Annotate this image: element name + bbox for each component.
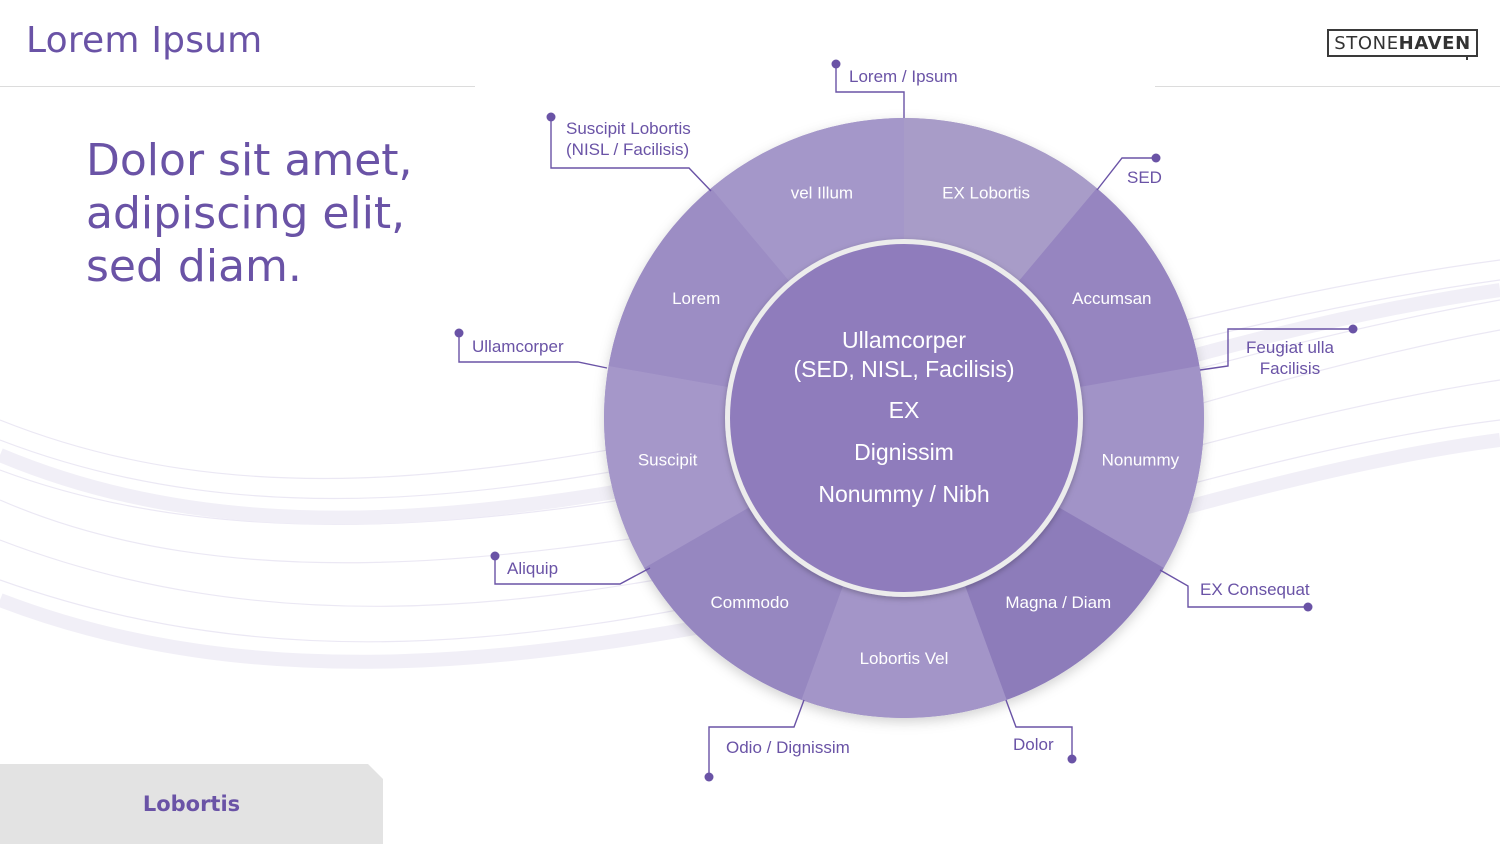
callout-dot	[1303, 602, 1313, 612]
logo-tick	[1466, 55, 1468, 60]
wheel-segment-label: Accumsan	[1072, 289, 1151, 308]
wheel-center: Ullamcorper (SED, NISL, Facilisis) EX Di…	[725, 239, 1083, 597]
callout-label: (NISL / Facilisis)	[566, 140, 689, 159]
callout-connector	[550, 117, 712, 192]
callout-dot	[490, 551, 500, 561]
header-divider-right	[1155, 86, 1500, 87]
header-divider-left	[0, 86, 475, 87]
callout-label: Ullamcorper	[472, 337, 564, 356]
callout-connector	[1096, 157, 1156, 191]
page-title: Lorem Ipsum	[26, 20, 263, 61]
headline-line: Dolor sit amet,	[86, 135, 413, 186]
callout-label: Dolor	[1013, 735, 1054, 754]
wheel-segment-label: Suscipit	[638, 451, 698, 470]
wheel-segment-label: Lobortis Vel	[860, 649, 949, 668]
callout-label: EX Consequat	[1200, 580, 1310, 599]
callout-connector	[1005, 699, 1073, 759]
logo-text-bold: HAVEN	[1398, 32, 1471, 54]
callout-dot	[831, 59, 841, 69]
callout-dot	[1348, 324, 1358, 334]
callout-label: Odio / Dignissim	[726, 738, 850, 757]
center-text-line: Dignissim	[854, 439, 954, 465]
logo-text-light: STONE	[1334, 32, 1399, 54]
center-text-line: Ullamcorper	[842, 327, 966, 353]
center-text-line: Nonummy / Nibh	[818, 481, 989, 507]
callout-dot	[704, 772, 714, 782]
wheel-segment-label: Nonummy	[1102, 451, 1180, 470]
center-disc	[730, 244, 1078, 592]
callout-connector	[835, 64, 905, 118]
callout-label: Facilisis	[1260, 359, 1320, 378]
callout-label: Lorem / Ipsum	[849, 67, 958, 86]
wheel-segment-label: Commodo	[710, 593, 788, 612]
callout-dot	[1151, 153, 1161, 163]
footer-tab[interactable]: Lobortis	[0, 764, 383, 844]
center-text-line: (SED, NISL, Facilisis)	[793, 356, 1014, 382]
callout-dot	[454, 328, 464, 338]
wheel-segment-label: Magna / Diam	[1005, 593, 1111, 612]
callout-connector	[1159, 569, 1308, 608]
wheel-segment-label: Lorem	[672, 289, 720, 308]
center-text-line: EX	[889, 397, 920, 423]
callout-label: Feugiat ulla	[1246, 338, 1334, 357]
wheel-segment-label: vel Illum	[791, 184, 853, 203]
callout-connector	[458, 333, 608, 369]
callout-label: Aliquip	[507, 559, 558, 578]
callout-label: SED	[1127, 168, 1162, 187]
headline: Dolor sit amet, adipiscing elit, sed dia…	[86, 134, 466, 293]
callout-connector	[1199, 328, 1353, 371]
headline-line: adipiscing elit,	[86, 188, 406, 239]
callout-dot	[1067, 754, 1077, 764]
callout-label: Suscipit Lobortis	[566, 119, 691, 138]
wheel-segment-label: EX Lobortis	[942, 184, 1030, 203]
headline-line: sed diam.	[86, 241, 302, 292]
callout-connector	[494, 556, 651, 585]
callout-connector	[708, 699, 805, 777]
callout-dot	[546, 112, 556, 122]
